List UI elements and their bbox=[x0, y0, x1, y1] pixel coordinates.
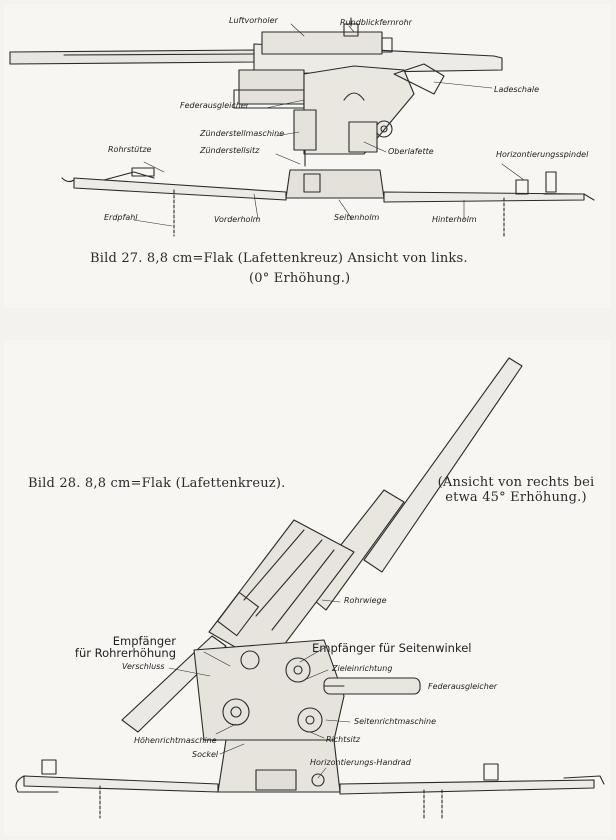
label-horizontierungsspindel: Horizontierungsspindel bbox=[496, 150, 589, 159]
figure-27-plate: Luftvorholer Rundblickfernrohr Ladeschal… bbox=[4, 4, 610, 308]
label-horizontierungs-handrad: Horizontierungs-Handrad bbox=[310, 758, 411, 767]
figure-28-plate: Bild 28. 8,8 cm=Flak (Lafettenkreuz). (A… bbox=[4, 340, 610, 836]
label-empfaenger-seitenwinkel: Empfänger für Seitenwinkel bbox=[312, 641, 472, 655]
label-oberlafette: Oberlafette bbox=[388, 147, 434, 156]
label-hoehenrichtmaschine: Höhenrichtmaschine bbox=[134, 736, 217, 745]
label-luftvorholer: Luftvorholer bbox=[229, 16, 278, 25]
label-rundblickfernrohr: Rundblickfernrohr bbox=[340, 18, 412, 27]
gun-drawing-elevated-view bbox=[15, 357, 605, 821]
label-ladeschale: Ladeschale bbox=[494, 85, 540, 94]
label-zieleinrichtung: Zieleinrichtung bbox=[332, 664, 393, 673]
label-empfaenger-rohrerhoehung-line2: für Rohrerhöhung bbox=[74, 646, 176, 661]
label-federausgleicher: Federausgleicher bbox=[180, 101, 250, 110]
label-vorderholm: Vorderholm bbox=[214, 215, 261, 224]
figure-28-caption-title: Bild 28. 8,8 cm=Flak (Lafettenkreuz). bbox=[28, 476, 286, 491]
gun-drawing-side-view bbox=[9, 17, 595, 237]
figure-28-caption-note-line2: etwa 45° Erhöhung.) bbox=[445, 489, 587, 505]
label-sockel: Sockel bbox=[192, 750, 219, 759]
label-richtsitz: Richtsitz bbox=[326, 735, 361, 744]
label-hinterholm: Hinterholm bbox=[432, 215, 477, 224]
figure-27-caption-line1: Bild 27. 8,8 cm=Flak (Lafettenkreuz) Ans… bbox=[90, 251, 468, 266]
label-erdpfahl: Erdpfahl bbox=[104, 213, 138, 222]
label-zuenderstellsitz: Zünderstellsitz bbox=[200, 146, 260, 155]
label-federausgleicher-2: Federausgleicher bbox=[428, 682, 498, 691]
label-zuenderstellmaschine: Zünderstellmaschine bbox=[200, 129, 285, 138]
figure-28-caption-note-line1: (Ansicht von rechts bei bbox=[437, 475, 595, 490]
figure-28-caption-note: (Ansicht von rechts bei etwa 45° Erhöhun… bbox=[430, 475, 602, 506]
label-empfaenger-rohrerhoehung-line1: Empfänger bbox=[112, 634, 176, 648]
label-rohrstuetze: Rohrstütze bbox=[108, 145, 152, 154]
label-seitenrichtmaschine: Seitenrichtmaschine bbox=[354, 717, 437, 726]
label-empfaenger-rohrerhoehung: Empfänger für Rohrerhöhung bbox=[66, 635, 176, 659]
label-rohrwiege: Rohrwiege bbox=[344, 596, 387, 605]
figure-27-caption-line2: (0° Erhöhung.) bbox=[249, 271, 351, 286]
label-verschluss: Verschluss bbox=[122, 662, 165, 671]
label-seitenholm: Seitenholm bbox=[334, 213, 380, 222]
